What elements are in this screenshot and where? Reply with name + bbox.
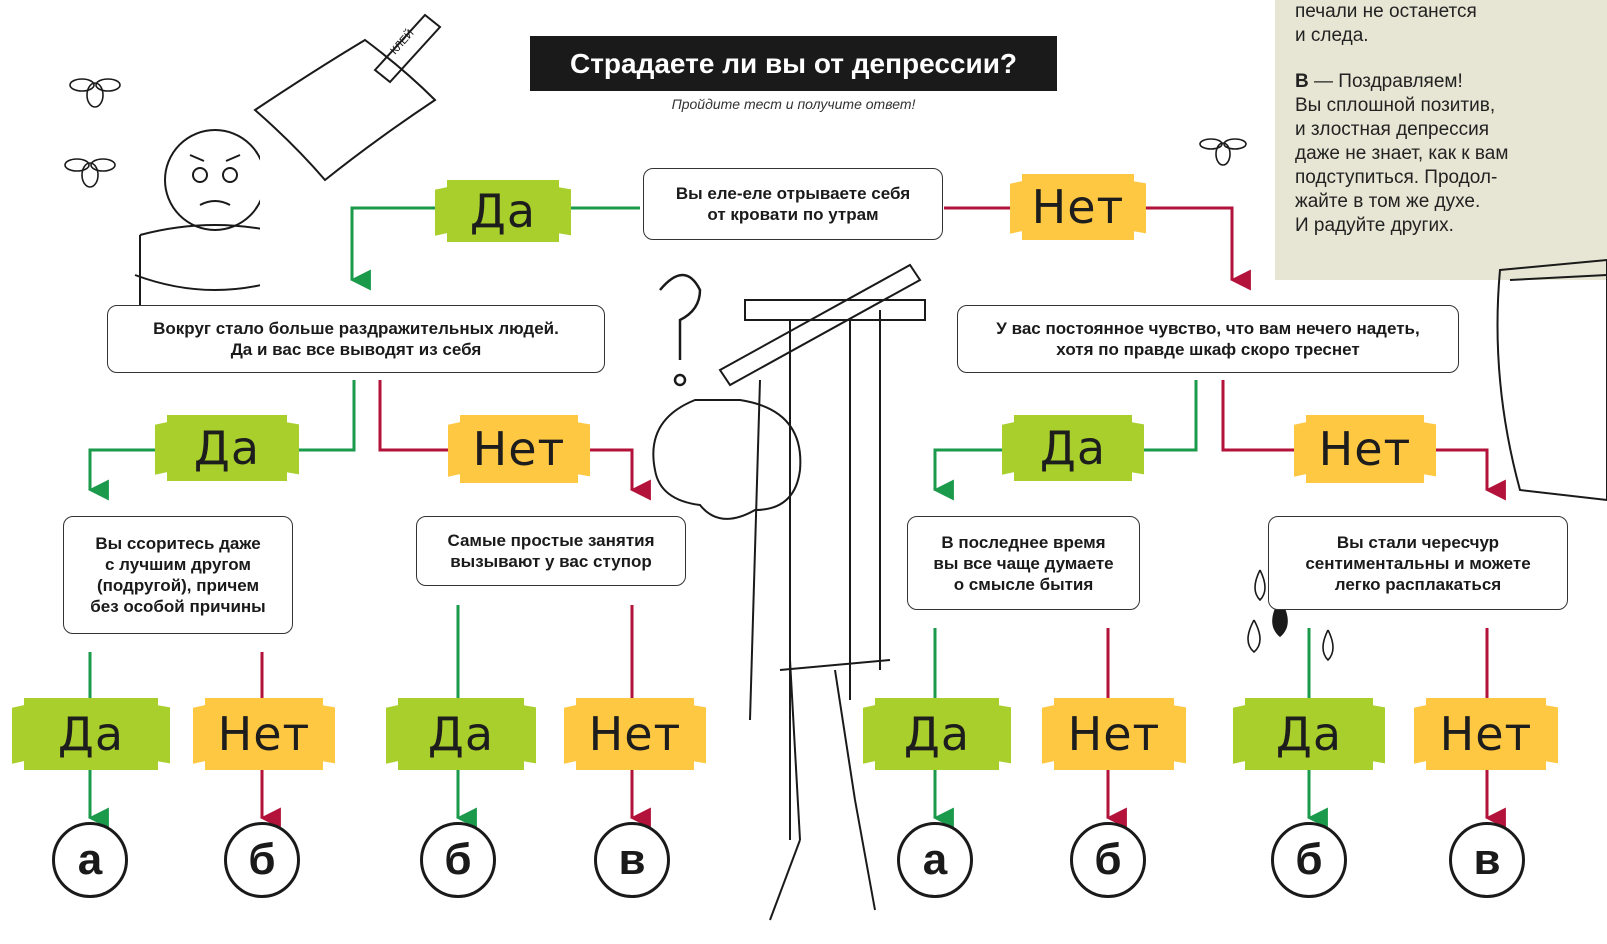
question-1: Вы еле-еле отрываете себя от кровати по … [643,168,943,240]
info-result-label: В [1295,71,1309,92]
answer-no: Нет [1054,698,1174,770]
wardrobe-illustration [1496,258,1607,502]
result-circle: в [594,822,670,898]
answer-yes: Да [875,698,999,770]
info-continuation: печали не останется и следа. [1295,1,1477,46]
glue-label: КЛЕЙ [388,27,417,57]
answer-yes: Да [1245,698,1373,770]
glue-pillow-illustration: КЛЕЙ [253,13,442,182]
fly-icon-right [1199,138,1247,166]
answer-no: Нет [205,698,323,770]
info-text: печали не останется и следа. В — Поздрав… [1295,0,1595,238]
answer-yes: Да [1014,415,1132,481]
result-circle: б [1070,822,1146,898]
answer-yes: Да [24,698,158,770]
info-result-text: — Поздравляем! Вы сплошной позитив, и зл… [1295,71,1509,236]
answer-yes: Да [398,698,524,770]
answer-no: Нет [460,415,578,483]
fly-icon [64,78,121,188]
result-circle: б [224,822,300,898]
answer-no: Нет [1022,174,1134,240]
result-circle: а [52,822,128,898]
page-subtitle: Пройдите тест и получите ответ! [671,96,916,112]
question-2: Вокруг стало больше раздражительных люде… [107,305,605,373]
question-3: У вас постоянное чувство, что вам нечего… [957,305,1459,373]
answer-no: Нет [1426,698,1546,770]
result-circle: а [897,822,973,898]
answer-yes: Да [447,180,559,242]
puppet-illustration [652,263,926,921]
answer-yes: Да [167,415,287,481]
result-circle: б [1271,822,1347,898]
result-circle: в [1449,822,1525,898]
answer-no: Нет [1306,415,1424,483]
question-6: В последнее время вы все чаще думаете о … [907,516,1140,610]
question-7: Вы стали чересчур сентиментальны и может… [1268,516,1568,610]
result-circle: б [420,822,496,898]
answer-no: Нет [576,698,694,770]
page-title: Страдаете ли вы от депрессии? [530,36,1057,91]
question-4: Вы ссоритесь даже с лучшим другом (подру… [63,516,293,634]
info-ruling: В — Поздравляем! Вы сплошной позитив, и … [1295,70,1595,238]
question-5: Самые простые занятия вызывают у вас сту… [416,516,686,586]
info-panel [1275,0,1607,280]
